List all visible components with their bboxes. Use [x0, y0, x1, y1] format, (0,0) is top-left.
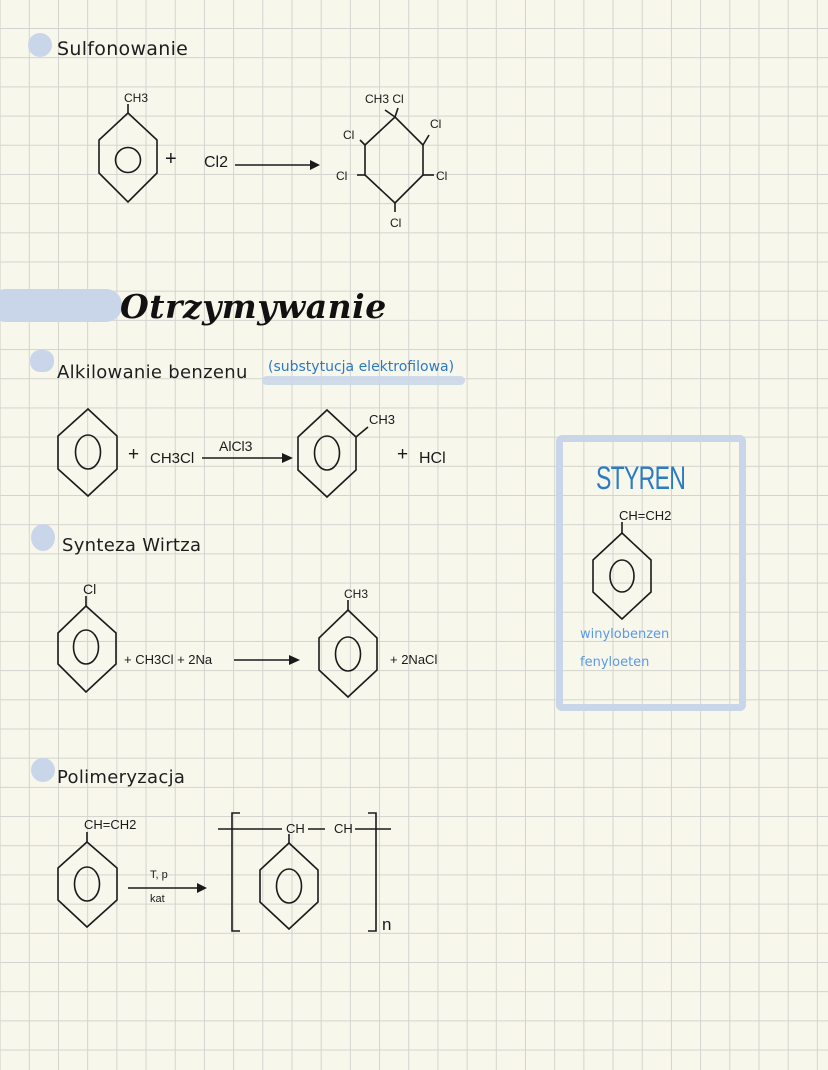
polymerization-chain-ch-2: CH: [334, 821, 353, 836]
section-bullet-alkylation: [30, 350, 54, 372]
heading-polymerization: Polimeryzacja: [57, 767, 186, 788]
styrene-structure-monomer: [57, 832, 118, 929]
styrene-alt-name-1: winylobenzen: [580, 627, 670, 642]
reaction-arrow-polymerization: [128, 883, 207, 893]
reaction-arrow-wurtz: [234, 655, 300, 665]
wurtz-reactant-substituent: Cl: [83, 581, 97, 597]
sulfonation-product-label-bottom: Cl: [390, 216, 402, 230]
wurtz-reagents: + CH3Cl + 2Na: [124, 652, 213, 667]
sulfonation-reagent: Cl2: [204, 154, 229, 171]
styrene-alt-name-2: fenyloeten: [580, 655, 650, 670]
title-highlight: [0, 289, 122, 322]
section-bullet-sulfonation: [28, 33, 52, 57]
alkylation-product-substituent: CH3: [369, 412, 396, 427]
sulfonation-product-label-lower-right: Cl: [436, 169, 448, 183]
wurtz-byproduct: + 2NaCl: [390, 652, 438, 667]
section-title-obtaining: Otrzymywanie: [120, 287, 387, 326]
polymerization-chain-ch-1: CH: [286, 821, 305, 836]
chlorobenzene-structure-wurtz: [57, 596, 117, 694]
toluene-structure-sulfonation: [98, 104, 158, 204]
heading-wurtz: Synteza Wirtza: [62, 535, 202, 556]
styrene-info-box: [556, 435, 746, 711]
styrene-structure-box: [592, 522, 652, 621]
benzene-structure-alkylation: [57, 407, 118, 498]
alkylation-reagent: CH3Cl: [150, 450, 195, 467]
sulfonation-product-label-upper-left: Cl: [343, 128, 355, 142]
wurtz-product-substituent: CH3: [344, 587, 369, 601]
polymerization-condition-top: T, p: [150, 869, 168, 881]
polymerization-repeat-index: n: [382, 915, 392, 934]
toluene-structure-alkylation-product: [297, 408, 369, 499]
section-bullet-polymerization: [31, 758, 55, 782]
sulfonation-product-label-top: CH3 Cl: [365, 92, 404, 106]
chlorinated-cyclohexane-structure: [357, 107, 434, 212]
note-highlight: [262, 376, 465, 385]
alkylation-plus-2: +: [397, 444, 409, 465]
toluene-structure-wurtz-product: [318, 600, 378, 699]
reaction-arrow-sulfonation: [235, 160, 320, 170]
alkylation-plus-1: +: [128, 444, 140, 465]
sulfonation-plus: +: [165, 148, 177, 170]
heading-alkylation: Alkilowanie benzenu: [57, 362, 248, 383]
alkylation-byproduct: HCl: [419, 450, 446, 467]
section-bullet-wurtz: [31, 524, 55, 551]
sulfonation-product-label-lower-left: Cl: [336, 169, 348, 183]
alkylation-mechanism-note: (substytucja elektrofilowa): [268, 359, 455, 375]
styrene-substituent: CH=CH2: [619, 508, 672, 523]
alkylation-catalyst: AlCl3: [219, 438, 253, 454]
reaction-arrow-alkylation: [202, 453, 293, 463]
sulfonation-product-label-upper-right: Cl: [430, 117, 442, 131]
sulfonation-reactant-substituent: CH3: [124, 91, 149, 105]
heading-sulfonation: Sulfonowanie: [57, 38, 189, 60]
polymerization-monomer-substituent: CH=CH2: [84, 817, 137, 832]
styrene-box-title: STYREN: [596, 460, 686, 496]
polystyrene-repeat-unit: [218, 812, 391, 932]
polymerization-condition-bottom: kat: [150, 893, 165, 905]
